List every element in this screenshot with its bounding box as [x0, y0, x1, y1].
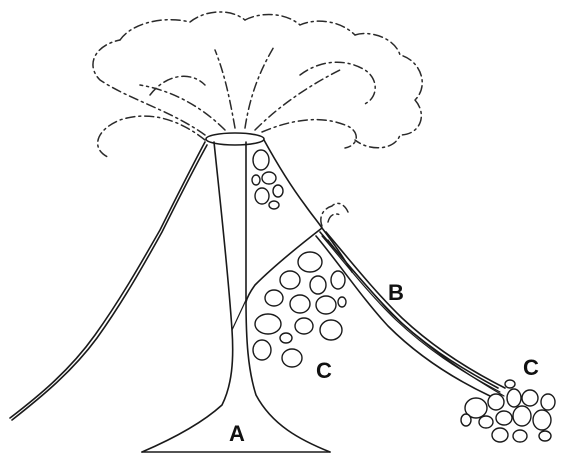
volcano-cone: [10, 133, 330, 452]
rocks-chamber-c: [253, 252, 346, 367]
label-a: A: [229, 421, 245, 446]
label-c-flow: C: [523, 355, 539, 380]
eruption-plume: [93, 12, 422, 158]
label-c-chamber: C: [316, 358, 332, 383]
label-b: B: [388, 280, 404, 305]
rocks-upper: [252, 150, 283, 209]
lava-flow: [316, 232, 505, 396]
